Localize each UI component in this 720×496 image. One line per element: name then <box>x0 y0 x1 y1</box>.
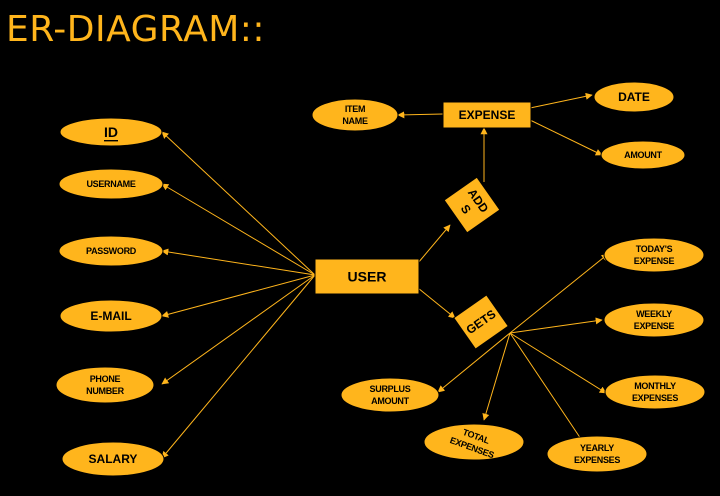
connector-line <box>161 248 316 276</box>
connector-line <box>509 332 588 449</box>
attr-phone-number-shape <box>55 366 155 404</box>
connector-line <box>397 111 444 119</box>
node-label-line: PHONE <box>90 374 121 384</box>
node-label-line: NAME <box>342 116 368 126</box>
attr-salary-shape <box>61 441 165 477</box>
attr-date-shape <box>593 81 675 113</box>
node-label-line: EXPENSE <box>634 256 675 266</box>
entity-user: USER <box>314 258 420 295</box>
node-label-line: PASSWORD <box>86 246 137 256</box>
attr-item-name-shape <box>311 98 399 132</box>
attr-date: DATE <box>593 81 675 113</box>
node-label-line: EXPENSE <box>459 108 516 122</box>
attr-email-shape <box>59 299 163 333</box>
attr-todays-expense-shape <box>603 237 705 273</box>
relationship-gets: GETS <box>453 294 509 350</box>
relationship-gets-shape <box>453 294 509 350</box>
node-label-line: MONTHLY <box>634 381 676 391</box>
attr-amount-shape <box>600 140 686 170</box>
entity-user-shape <box>314 258 420 295</box>
page-title: ER-DIAGRAM:: <box>6 9 266 50</box>
connector-line <box>509 317 603 334</box>
attr-salary: SALARY <box>61 441 165 477</box>
node-label-line: EXPENSES <box>574 455 620 465</box>
node-label-line: ITEM <box>345 104 365 114</box>
connector-line <box>417 287 456 319</box>
attr-total-expenses-shape <box>423 423 525 461</box>
node-label-line: E-MAIL <box>90 309 131 323</box>
entity-expense: EXPENSE <box>442 101 532 129</box>
connector-line <box>161 131 316 276</box>
connector-line <box>437 332 511 393</box>
connector-line <box>482 332 511 421</box>
node-label-line: AMOUNT <box>624 150 662 160</box>
attr-surplus-amount: SURPLUS AMOUNT <box>340 377 440 413</box>
node-label-line: DATE <box>618 90 650 104</box>
entity-expense-shape <box>442 101 532 129</box>
attr-username: USERNAME <box>58 168 164 200</box>
attr-password-shape <box>58 235 164 267</box>
attr-id: ID <box>59 117 163 147</box>
attr-email: E-MAIL <box>59 299 163 333</box>
attr-yearly-expenses-shape <box>546 435 648 473</box>
relationship-adds-shape <box>443 176 501 234</box>
node-label-line: SALARY <box>89 452 138 466</box>
connector-line <box>529 119 603 156</box>
node-label-line: AMOUNT <box>371 396 409 406</box>
connector-lines <box>161 92 609 459</box>
connector-line <box>509 332 607 394</box>
node-label-line: EXPENSES <box>632 393 678 403</box>
attr-id-shape <box>59 117 163 147</box>
node-label-line: WEEKLY <box>636 309 672 319</box>
connector-line <box>161 274 316 385</box>
node-label-line: SURPLUS <box>370 384 411 394</box>
attr-yearly-expenses: YEARLY EXPENSES <box>546 435 648 473</box>
attr-surplus-amount-shape <box>340 377 440 413</box>
connector-line <box>161 274 316 318</box>
attr-weekly-expense: WEEKLY EXPENSE <box>603 302 705 338</box>
connector-line <box>417 224 451 264</box>
attr-phone-number: PHONE NUMBER <box>55 366 155 404</box>
connector-line <box>161 274 316 459</box>
connector-line <box>529 92 593 109</box>
attr-amount: AMOUNT <box>600 140 686 170</box>
attr-todays-expense: TODAY'S EXPENSE <box>603 237 705 273</box>
node-label-line: USERNAME <box>86 179 135 189</box>
attr-item-name: ITEM NAME <box>311 98 399 132</box>
attr-monthly-expenses-shape <box>604 374 706 410</box>
attr-username-shape <box>58 168 164 200</box>
node-label-line: TODAY'S <box>636 244 673 254</box>
node-label-line: USER <box>348 269 387 285</box>
diagram-nodes: IDUSERNAMEPASSWORDE-MAILPHONENUMBERSALAR… <box>55 81 706 477</box>
connector-line <box>161 183 316 276</box>
node-label-line: EXPENSE <box>634 321 675 331</box>
connector-line <box>509 253 609 334</box>
node-label-line: YEARLY <box>580 443 614 453</box>
node-label-line: NUMBER <box>86 386 124 396</box>
node-label-line: ID <box>104 124 118 140</box>
attr-monthly-expenses: MONTHLY EXPENSES <box>604 374 706 410</box>
attr-weekly-expense-shape <box>603 302 705 338</box>
attr-password: PASSWORD <box>58 235 164 267</box>
